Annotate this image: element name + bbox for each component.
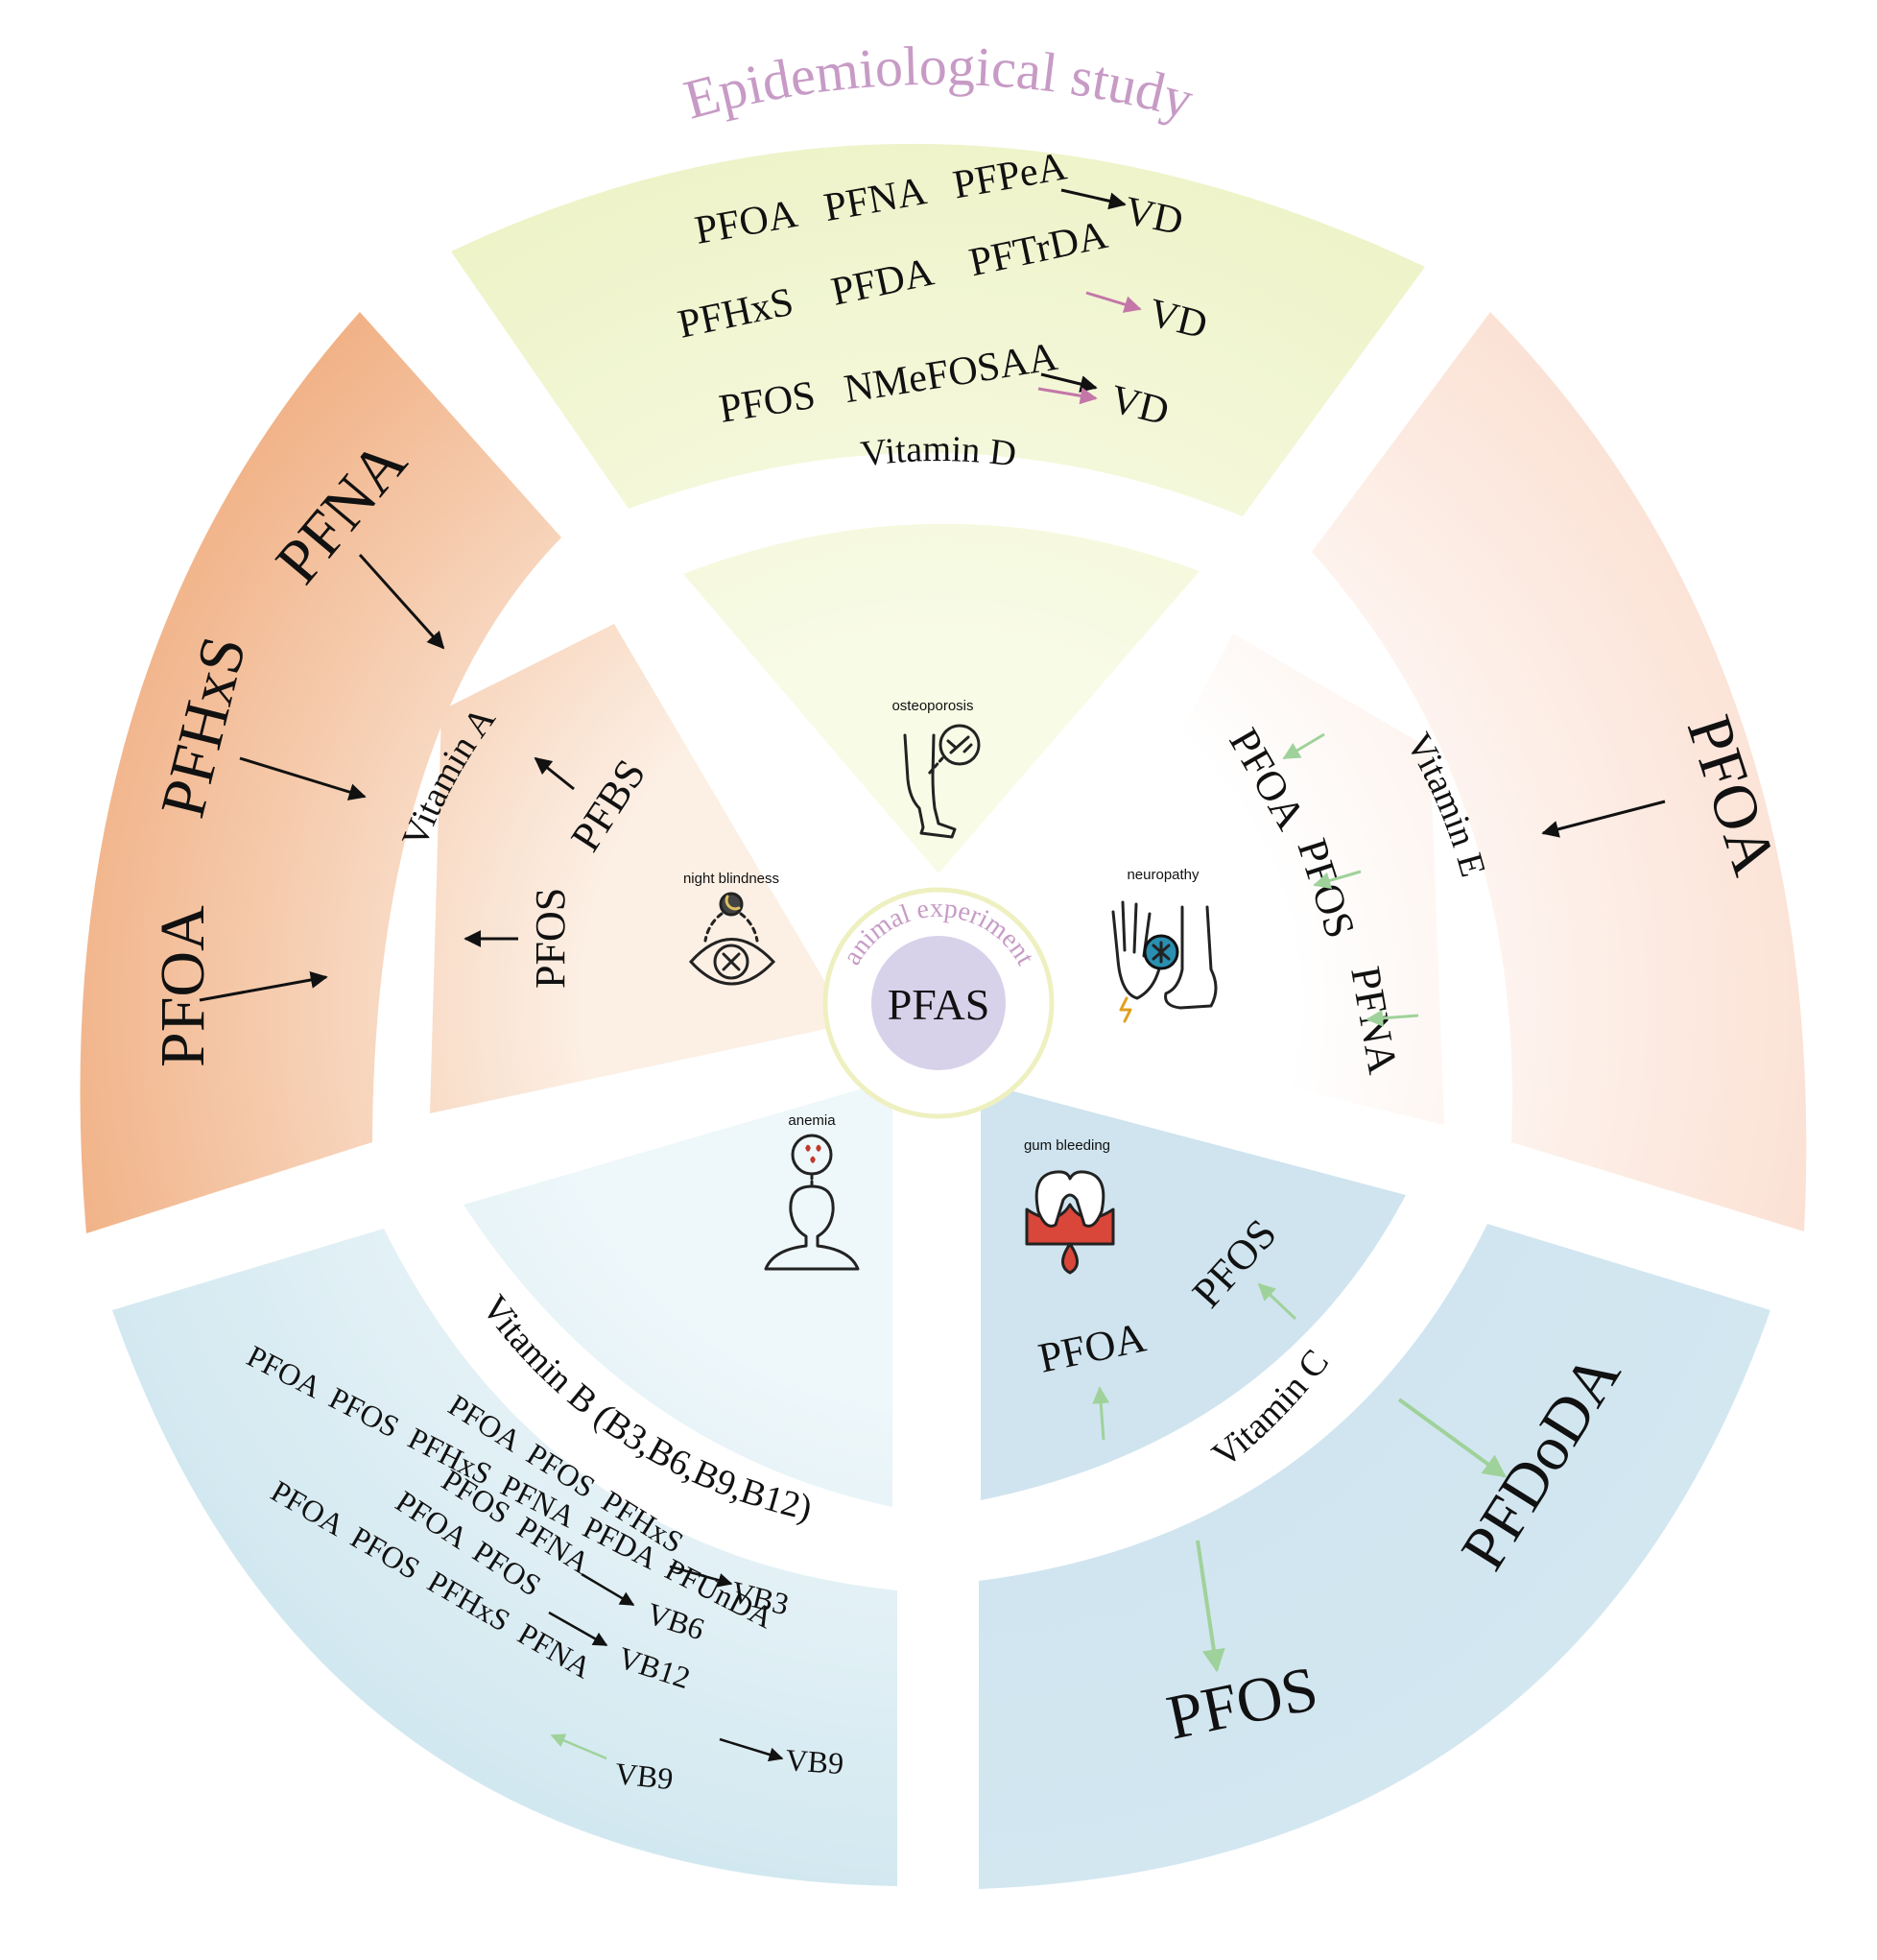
vitamin-b-epi-arrow — [548, 1611, 608, 1647]
vitamin-a-epi-arrow — [358, 553, 445, 650]
vitamin-e-inner-sector — [1041, 633, 1444, 1125]
vitamin-e-animal-arrow — [1366, 1009, 1419, 1027]
symptom-anemia: anemia — [788, 1112, 836, 1129]
head-blood-drops-icon — [764, 1134, 860, 1271]
vitamin-c-outer-sector — [979, 1224, 1770, 1889]
vitamin-a-epi-arrow — [239, 756, 367, 801]
vitamin-d-epi-arrow — [1060, 188, 1127, 210]
vitamin-c-animal-arrow — [1257, 1282, 1297, 1321]
vitamin-e-animal-arrow — [1313, 870, 1362, 890]
vitamin-b-epi-arrow — [669, 1565, 733, 1588]
vitamin-b-epi-arrow — [581, 1572, 635, 1607]
vitamin-d-epi-arrow — [1037, 387, 1098, 405]
vitamin-e-animal-arrow — [1282, 732, 1325, 760]
vitamin-d-epi-arrow — [1085, 291, 1142, 313]
tooth-bleeding-icon — [1025, 1170, 1115, 1275]
vitamin-d-label-text: Vitamin D — [859, 429, 1019, 474]
hand-foot-nerve-icon — [1111, 900, 1218, 1023]
center-disc — [871, 936, 1006, 1070]
vitamin-a-animal-label: PFOS — [527, 888, 574, 989]
vitamin-c-animal-arrow — [1092, 1386, 1110, 1441]
symptom-osteoporosis: osteoporosis — [891, 698, 973, 714]
vitamin-e-outer-sector — [1312, 312, 1807, 1231]
vitamin-c-epi-arrow — [1397, 1398, 1507, 1478]
leg-bone-icon — [903, 724, 981, 839]
vitamin-a-inner-sector — [430, 624, 835, 1113]
vitamin-a-epi-label: PFOA — [148, 905, 218, 1067]
vitamin-b-epi-arrow — [550, 1733, 607, 1760]
vitamin-a-epi-arrow — [199, 971, 328, 1002]
vitamin-d-label: Vitamin D — [859, 429, 1019, 474]
vitamin-d-epi-arrow — [1040, 372, 1098, 393]
vitamin-d-inner-sector — [683, 523, 1200, 873]
vitamin-a-animal-arrow — [534, 756, 575, 791]
center-label: PFAS — [888, 980, 990, 1029]
outer-title: Epidemiological study — [677, 35, 1200, 131]
vitamin-b-epi-target: VB9 — [613, 1756, 675, 1796]
vitamin-e-epi-arrow — [1541, 800, 1666, 838]
vitamin-a-outer-sector — [80, 312, 561, 1233]
vitamin-b-epi-target: VB9 — [785, 1742, 845, 1781]
vitamin-b-outer-sector — [112, 1229, 897, 1886]
vitamin-c-epi-arrow — [1196, 1540, 1225, 1673]
outer-title-text: Epidemiological study — [677, 35, 1200, 131]
eye-moon-icon — [688, 892, 776, 986]
symptom-neuropathy: neuropathy — [1127, 867, 1200, 883]
vitamin-b-inner-sector — [463, 1080, 892, 1507]
vitamin-d-outer-sector — [451, 143, 1425, 516]
symptom-gum-bleeding: gum bleeding — [1024, 1137, 1110, 1154]
symptom-night-blindness: night blindness — [683, 871, 779, 887]
vitamin-b-epi-arrow — [719, 1737, 784, 1762]
